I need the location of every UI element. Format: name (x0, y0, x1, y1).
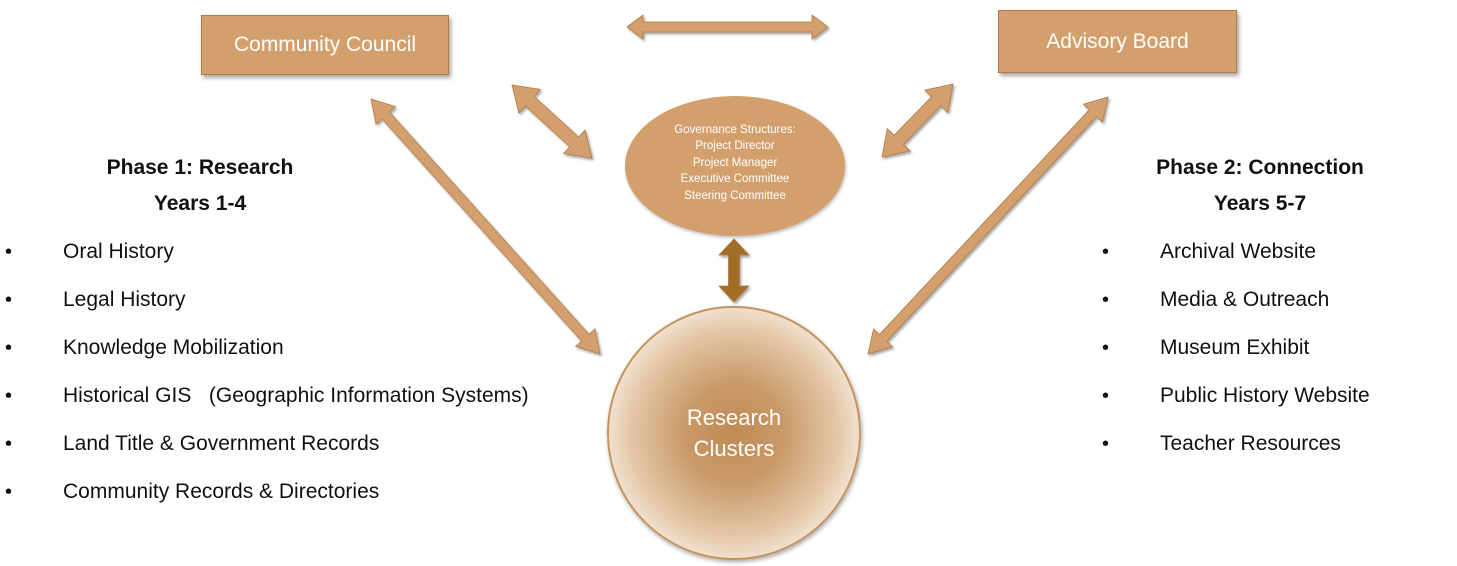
list-item-label: Knowledge Mobilization (63, 336, 284, 359)
research-clusters-label-line1: Research (686, 405, 782, 430)
phase1-heading: Phase 1: Research Years 1-4 (60, 150, 340, 222)
phase1-years: Years 1-4 (153, 192, 247, 215)
list-item-label: Public History Website (1160, 384, 1370, 407)
arrow-governance-clusters (718, 238, 750, 303)
list-item-label: Media & Outreach (1160, 288, 1330, 311)
governance-heading: Governance Structures: (674, 123, 796, 136)
list-item-label: Museum Exhibit (1160, 336, 1310, 359)
phase2-years: Years 5-7 (1213, 192, 1307, 215)
governance-item: Project Manager (692, 156, 778, 169)
arrow-advisory-governance (881, 83, 954, 158)
governance-item: Project Director (695, 140, 775, 153)
bullet-icon: • (1102, 433, 1110, 455)
arrow-top-horizontal (626, 14, 829, 40)
bullet-icon: • (1102, 337, 1110, 359)
governance-item: Steering Committee (684, 189, 786, 202)
arrow-advisory-clusters (867, 96, 1109, 355)
phase2-title: Phase 2: Connection (1156, 156, 1364, 179)
advisory-board-label: Advisory Board (1046, 29, 1189, 53)
governance-structures-ellipse: Governance Structures: Project Director … (625, 96, 845, 236)
bullet-icon: • (1102, 289, 1110, 311)
arrow-council-governance (511, 84, 593, 159)
list-item-label: Historical GIS (Geographic Information S… (63, 384, 529, 407)
bullet-icon: • (5, 241, 13, 263)
bullet-icon: • (1102, 241, 1110, 263)
research-clusters-label-line2: Clusters (693, 436, 775, 461)
arrow-council-clusters (370, 98, 601, 355)
community-council-label: Community Council (233, 33, 417, 56)
advisory-board-box: Advisory Board (998, 10, 1237, 73)
community-council-box: Community Council (201, 15, 449, 75)
phase1-title: Phase 1: Research (106, 156, 294, 179)
bullet-icon: • (5, 289, 13, 311)
bullet-icon: • (5, 385, 13, 407)
list-item-label: Legal History (63, 288, 186, 311)
phase2-heading: Phase 2: Connection Years 5-7 (1120, 150, 1400, 222)
list-item-label: Oral History (63, 240, 174, 263)
bullet-icon: • (5, 337, 13, 359)
bullet-icon: • (1102, 385, 1110, 407)
governance-item: Executive Committee (680, 173, 790, 186)
bullet-icon: • (5, 433, 13, 455)
list-item-label: Teacher Resources (1160, 432, 1341, 455)
research-clusters-circle: Research Clusters (607, 306, 861, 560)
list-item-label: Archival Website (1160, 240, 1317, 263)
bullet-icon: • (5, 481, 13, 503)
list-item-label: Community Records & Directories (63, 480, 380, 503)
list-item-label: Land Title & Government Records (63, 432, 380, 455)
